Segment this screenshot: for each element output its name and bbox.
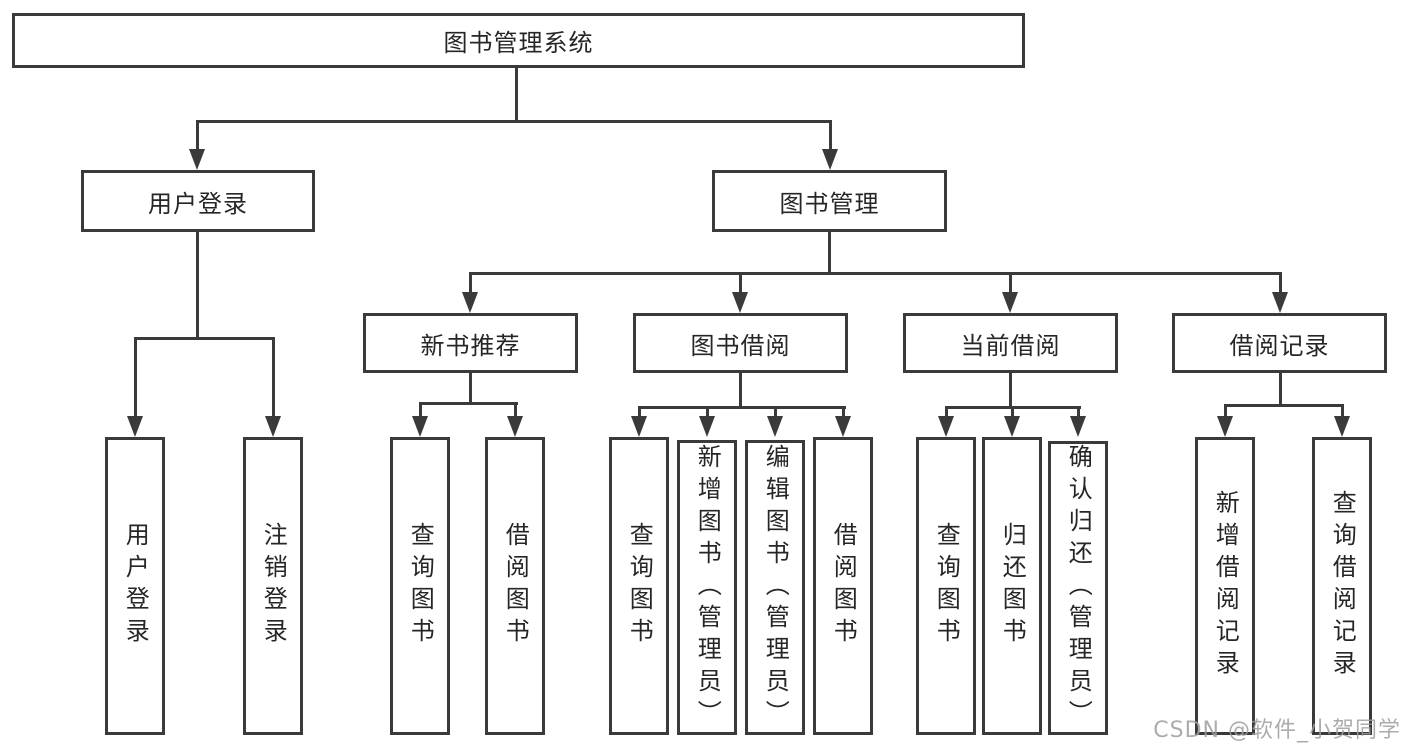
node-current-borrowing: 当前借阅 [903, 313, 1118, 373]
arrow-down-icon [732, 292, 748, 313]
leaf-label: 确认归还（管理员） [1064, 444, 1093, 732]
connector-line [1341, 404, 1344, 424]
leaf-label: 编辑图书（管理员） [761, 443, 790, 732]
connector-line [1009, 272, 1012, 297]
connector-line [134, 337, 137, 422]
leaf-query-books-current: 查询图书 [916, 437, 976, 735]
leaf-return-books: 归还图书 [982, 437, 1042, 735]
arrow-down-icon [822, 149, 838, 170]
arrow-down-icon [1004, 416, 1020, 437]
connector-line [272, 337, 275, 422]
leaf-label: 查询借阅记录 [1328, 490, 1357, 682]
node-borrowing-records: 借阅记录 [1172, 313, 1387, 373]
node-new-book-recommendation: 新书推荐 [363, 313, 578, 373]
leaf-label: 用户登录 [121, 522, 150, 650]
leaf-label: 查询图书 [625, 522, 654, 650]
connector-line [739, 373, 742, 409]
leaf-add-borrow-record: 新增借阅记录 [1195, 437, 1255, 735]
connector-line [638, 406, 641, 424]
connector-line [469, 272, 1282, 275]
leaf-query-borrow-record: 查询借阅记录 [1312, 437, 1372, 735]
connector-line [1279, 373, 1282, 407]
leaf-confirm-return-admin: 确认归还（管理员） [1048, 441, 1108, 735]
arrow-down-icon [835, 416, 851, 437]
connector-line [196, 120, 832, 123]
arrow-down-icon [127, 416, 143, 437]
leaf-label: 查询图书 [932, 522, 961, 650]
leaf-label: 借阅图书 [501, 522, 530, 650]
connector-line [945, 406, 948, 424]
watermark: CSDN @软件_小贺同学 [1153, 718, 1401, 743]
connector-line [469, 272, 472, 297]
connector-line [774, 406, 777, 424]
arrow-down-icon [462, 292, 478, 313]
connector-line [1224, 404, 1344, 407]
arrow-down-icon [1217, 416, 1233, 437]
node-user-login: 用户登录 [81, 170, 315, 232]
connector-line [1077, 406, 1080, 424]
connector-line [829, 120, 832, 152]
connector-line [134, 337, 275, 340]
connector-line [638, 406, 846, 409]
node-book-borrowing: 图书借阅 [633, 313, 848, 373]
arrow-down-icon [189, 149, 205, 170]
arrow-down-icon [507, 416, 523, 437]
connector-line [1009, 373, 1012, 409]
leaf-label: 查询图书 [406, 522, 435, 650]
connector-line [828, 232, 831, 275]
connector-line [706, 406, 709, 424]
connector-line [842, 406, 845, 424]
connector-line [1224, 404, 1227, 424]
arrow-down-icon [1272, 292, 1288, 313]
leaf-label: 注销登录 [259, 522, 288, 650]
arrow-down-icon [1334, 416, 1350, 437]
connector-line [739, 272, 742, 297]
connector-line [1279, 272, 1282, 297]
arrow-down-icon [1002, 292, 1018, 313]
connector-line [419, 402, 422, 424]
arrow-down-icon [699, 416, 715, 437]
arrow-down-icon [1070, 416, 1086, 437]
leaf-label: 新增图书（管理员） [693, 443, 722, 732]
leaf-borrow-books-recommend: 借阅图书 [485, 437, 545, 735]
connector-line [196, 120, 199, 152]
arrow-down-icon [767, 416, 783, 437]
leaf-label: 新增借阅记录 [1211, 490, 1240, 682]
connector-line [514, 402, 517, 424]
arrow-down-icon [631, 416, 647, 437]
node-book-management: 图书管理 [712, 170, 947, 232]
leaf-query-books-borrowing: 查询图书 [609, 437, 669, 735]
connector-line [419, 402, 518, 405]
leaf-label: 借阅图书 [829, 522, 858, 650]
connector-line [515, 68, 518, 121]
arrow-down-icon [412, 416, 428, 437]
leaf-label: 归还图书 [998, 522, 1027, 650]
leaf-add-books-admin: 新增图书（管理员） [677, 440, 737, 735]
connector-line [196, 232, 199, 340]
leaf-query-books-recommend: 查询图书 [390, 437, 450, 735]
connector-line [469, 373, 472, 405]
arrow-down-icon [938, 416, 954, 437]
node-root-library-management-system: 图书管理系统 [12, 13, 1025, 68]
leaf-logout: 注销登录 [243, 437, 303, 735]
leaf-borrow-books: 借阅图书 [813, 437, 873, 735]
leaf-user-login: 用户登录 [105, 437, 165, 735]
connector-line [1011, 406, 1014, 424]
arrow-down-icon [265, 416, 281, 437]
leaf-edit-books-admin: 编辑图书（管理员） [745, 440, 805, 735]
